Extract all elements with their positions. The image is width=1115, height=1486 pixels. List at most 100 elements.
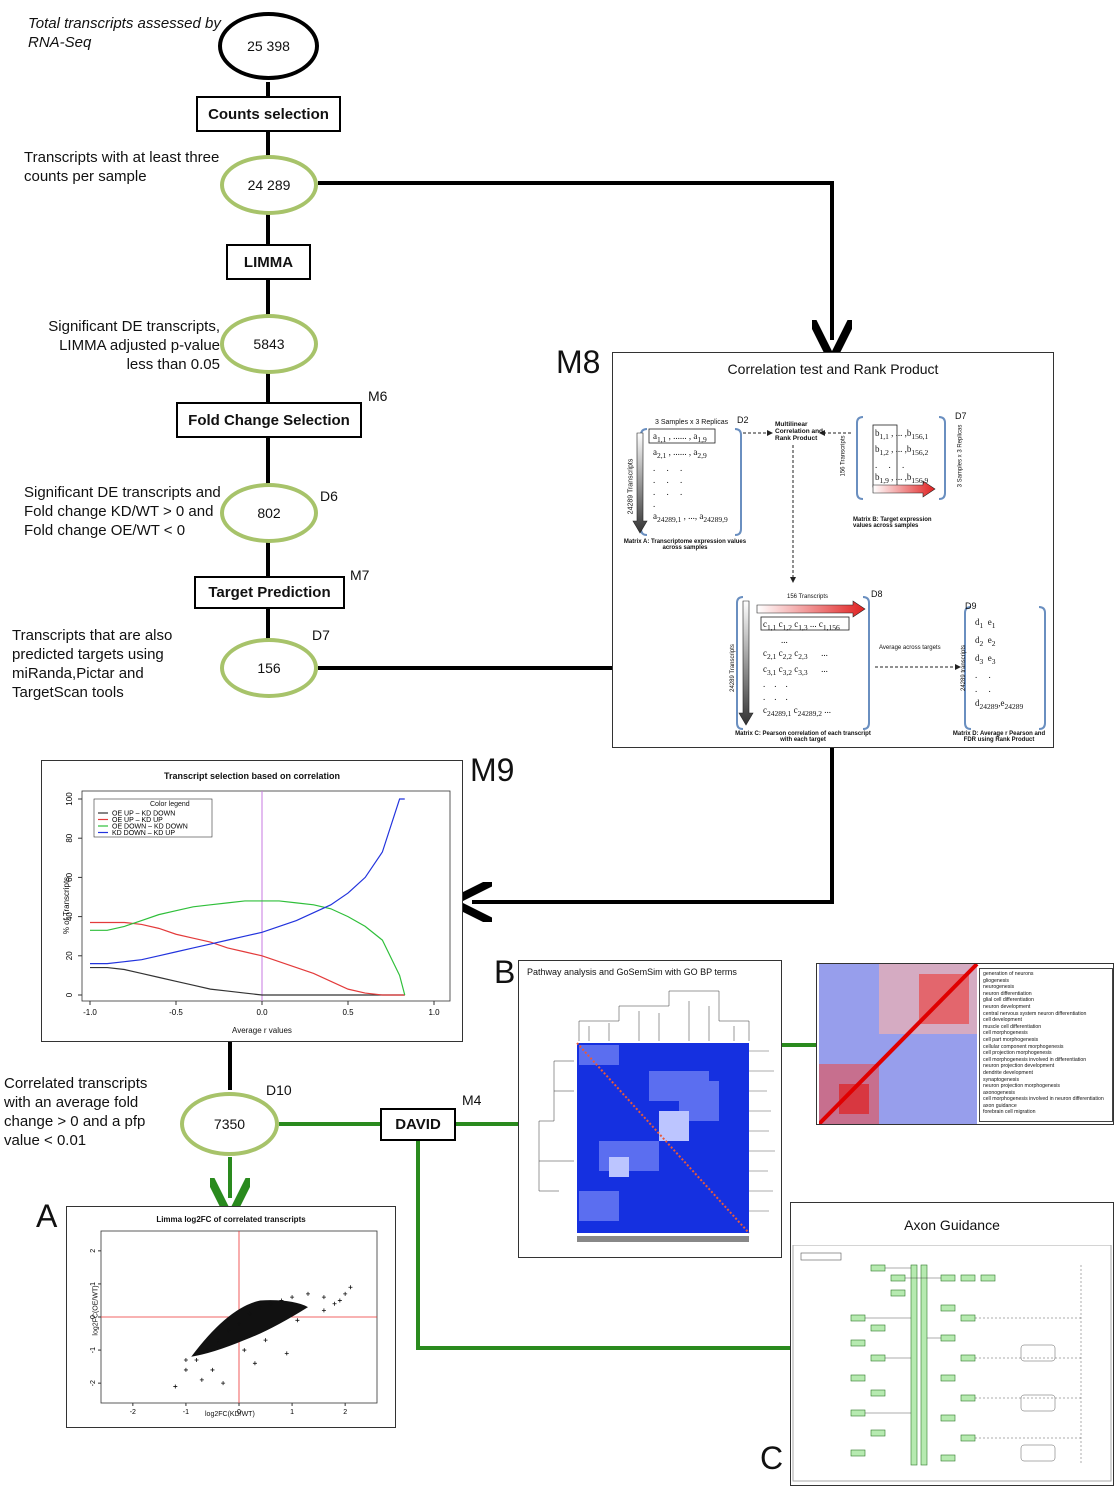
a-point xyxy=(348,1285,353,1290)
m9-x-tick-label: 0.5 xyxy=(342,1008,354,1017)
a-title: Limma log2FC of correlated transcripts xyxy=(156,1215,306,1224)
go-term: neuron development xyxy=(983,1003,1031,1010)
panel-m8: Correlation test and Rank Product 3 Samp… xyxy=(612,352,1054,748)
a-point xyxy=(215,1338,220,1343)
a-y-tick-label: 2 xyxy=(90,1249,97,1253)
label-c: C xyxy=(760,1440,784,1476)
node-5843: 5843 xyxy=(220,314,318,374)
a-point xyxy=(252,1361,257,1366)
a-point xyxy=(210,1367,215,1372)
a-point xyxy=(263,1338,268,1343)
go-term: cell development xyxy=(983,1017,1022,1024)
m8-t24289-d: 24289 transcripts xyxy=(961,644,968,692)
m9-series-line xyxy=(90,798,405,965)
node-156: 156 xyxy=(220,638,318,698)
a-point xyxy=(284,1351,289,1356)
tag-d10: D10 xyxy=(266,1082,292,1098)
m9-series-line xyxy=(90,900,406,996)
note-156: Transcripts that are also predicted targ… xyxy=(12,627,173,701)
a-y-tick-label: 0 xyxy=(90,1315,97,1319)
m9-legend-title: Color legend xyxy=(150,801,190,808)
node-24289: 24 289 xyxy=(220,155,318,215)
a-point xyxy=(332,1301,337,1306)
m9-x-tick-label: -1.0 xyxy=(83,1008,97,1017)
tag-d6: D6 xyxy=(320,488,338,504)
matrix-c-caption: Matrix C: Pearson correlation of each tr… xyxy=(735,731,871,743)
a-point xyxy=(321,1295,326,1300)
a-point xyxy=(205,1348,210,1353)
go-term: neurogenesis xyxy=(983,984,1015,991)
a-x-tick-label: 2 xyxy=(343,1409,347,1416)
matrix-d-caption: Matrix D: Average r Pearson and FDR usin… xyxy=(952,731,1046,743)
m8-t156: 156 Transcripts xyxy=(787,594,829,600)
label-a: A xyxy=(36,1198,58,1234)
go-term: central nervous system neuron differenti… xyxy=(983,1010,1087,1017)
m9-legend-label: KD DOWN – KD UP xyxy=(112,830,175,837)
tag-m7: M7 xyxy=(350,567,370,583)
m9-y-tick-label: 60 xyxy=(65,872,74,881)
a-y-tick-label: -2 xyxy=(90,1380,97,1386)
a-x-tick-label: -1 xyxy=(183,1409,189,1416)
avg-targets-label: Average across targets xyxy=(879,645,941,651)
b-heatmap xyxy=(538,990,775,1242)
a-point xyxy=(226,1328,231,1333)
label-b: B xyxy=(494,954,516,990)
note-24289: Transcripts with at least three counts p… xyxy=(24,149,220,185)
a-ylabel: log2FC(OE/WT) xyxy=(92,1285,100,1336)
m8-diagram xyxy=(632,416,1046,730)
go-term: generation of neurons xyxy=(983,971,1034,977)
note-5843: Significant DE transcripts, LIMMA adjust… xyxy=(48,318,220,373)
m8-title: Correlation test and Rank Product xyxy=(727,361,939,377)
m9-title: Transcript selection based on correlatio… xyxy=(163,771,341,781)
go-term: cell morphogenesis involved in different… xyxy=(983,1056,1087,1063)
go-term: glial cell differentiation xyxy=(983,997,1034,1004)
m8-t24289-c: 24289 Transcripts xyxy=(729,644,736,692)
a-point xyxy=(199,1377,204,1382)
a-y-tick-label: 1 xyxy=(90,1282,97,1286)
a-point xyxy=(237,1321,241,1326)
go-term: neuron differentiation xyxy=(983,990,1032,997)
note-802: Significant DE transcripts and Fold chan… xyxy=(24,484,221,539)
m8-samples-side: 3 Samples x 3 Replicas xyxy=(957,424,964,488)
go-term: neuron projection development xyxy=(983,1063,1055,1070)
m9-x-tick-label: 0.0 xyxy=(256,1008,268,1017)
a-point xyxy=(321,1308,326,1313)
m9-legend-label: OE UP – KD UP xyxy=(112,817,163,824)
m8-d2: D2 xyxy=(737,415,749,425)
a-point xyxy=(279,1298,284,1303)
a-x-tick-label: 1 xyxy=(290,1409,294,1416)
note-7350: Correlated transcripts with an average f… xyxy=(4,1075,148,1149)
a-point xyxy=(183,1358,188,1362)
box-target-prediction: Target Prediction xyxy=(194,576,345,609)
a-point xyxy=(337,1298,342,1303)
matrix-a-caption: Matrix A: Transcriptome expression value… xyxy=(623,539,747,551)
m9-y-tick-label: 100 xyxy=(65,792,74,806)
label-m9: M9 xyxy=(470,752,515,788)
panel-b: Pathway analysis and GoSemSim with GO BP… xyxy=(518,960,782,1258)
arrow-to-m9 xyxy=(472,748,834,902)
a-x-tick-label: 0 xyxy=(237,1409,241,1416)
a-point xyxy=(343,1291,348,1296)
a-y-tick-label: -1 xyxy=(90,1347,97,1353)
m8-d7: D7 xyxy=(955,411,967,421)
m9-legend-box xyxy=(93,798,213,838)
go-term: muscle cell differentiation xyxy=(983,1023,1042,1030)
node-802: 802 xyxy=(220,483,318,543)
tag-d7: D7 xyxy=(312,627,330,643)
go-term: neuron projection morphogenesis xyxy=(983,1083,1060,1090)
box-david: DAVID xyxy=(380,1108,456,1141)
go-heatmap xyxy=(819,964,979,1124)
green-david-c xyxy=(416,1141,790,1350)
go-term: cell projection morphogenesis xyxy=(983,1050,1052,1057)
m9-plot-frame xyxy=(81,790,451,1002)
arrow-to-m8 xyxy=(318,181,832,340)
a-point xyxy=(242,1348,247,1353)
m9-y-tick-label: 40 xyxy=(65,912,74,921)
go-term: synaptogenesis xyxy=(983,1076,1020,1083)
m9-x-tick-label: -0.5 xyxy=(169,1008,183,1017)
c-pathway xyxy=(792,1245,1112,1482)
